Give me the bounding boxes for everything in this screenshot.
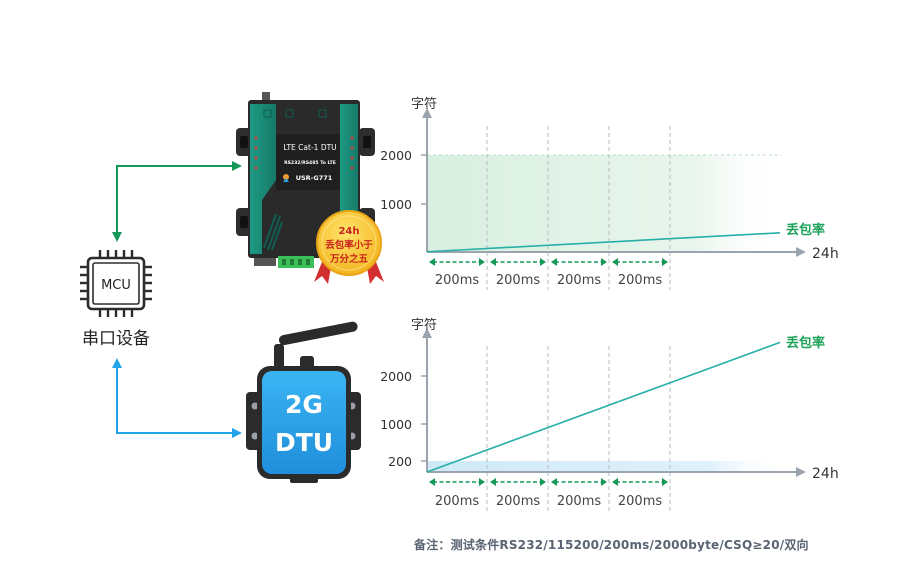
bottom-chart: 字符 2000 1000 200 24h 丢包率 200ms 200ms 200… (380, 317, 839, 512)
2g-dtu-device (246, 321, 361, 483)
bottom-chart-series-label: 丢包率 (786, 335, 825, 351)
bottom-chart-ytick-2000: 2000 (380, 369, 412, 384)
test-conditions-note: 备注：测试条件RS232/115200/200ms/2000byte/CSQ≥2… (414, 538, 809, 552)
top-chart: 字符 2000 1000 24h 丢包率 200ms 200ms 200ms 2… (380, 96, 839, 290)
bottom-chart-interval-heads (429, 478, 668, 486)
top-chart-interval-heads (429, 258, 668, 266)
top-chart-ylabel: 字符 (411, 96, 437, 112)
green-link-arrow (112, 161, 242, 242)
2g-label: 2G (285, 390, 323, 419)
top-chart-ytick-2000: 2000 (380, 148, 412, 163)
dtu-label: DTU (275, 428, 333, 457)
dtu-title-text: LTE Cat-1 DTU (283, 143, 336, 152)
mcu-label: MCU (101, 278, 131, 293)
blue-link-arrow (112, 358, 242, 438)
bottom-chart-interval-1: 200ms (435, 494, 479, 509)
bottom-chart-ytick-200: 200 (388, 454, 412, 469)
top-chart-interval-1: 200ms (435, 273, 479, 288)
usr-logo-icon (283, 174, 289, 182)
bottom-chart-interval-4: 200ms (618, 494, 662, 509)
top-chart-time-gridlines (486, 126, 671, 290)
bottom-chart-y-arrow (422, 328, 432, 338)
bottom-chart-ytick-1000: 1000 (380, 417, 412, 432)
bottom-chart-band (427, 461, 782, 471)
top-chart-interval-4: 200ms (618, 273, 662, 288)
top-chart-x-arrow (796, 247, 806, 257)
badge-line3: 万分之五 (329, 253, 369, 265)
top-chart-ytick-1000: 1000 (380, 197, 412, 212)
bottom-chart-ylabel: 字符 (411, 317, 437, 333)
top-chart-xend-label: 24h (812, 246, 839, 262)
top-chart-series-label: 丢包率 (786, 222, 825, 238)
top-chart-interval-2: 200ms (496, 273, 540, 288)
bottom-chart-loss-line (426, 341, 781, 473)
top-chart-interval-3: 200ms (557, 273, 601, 288)
top-chart-band (427, 155, 782, 251)
serial-device-label: 串口设备 (82, 329, 150, 349)
top-chart-loss-line (426, 232, 781, 253)
dtu-model-text: USR-G771 (296, 174, 333, 182)
award-badge (314, 210, 384, 284)
bottom-chart-interval-3: 200ms (557, 494, 601, 509)
bottom-chart-xend-label: 24h (812, 466, 839, 482)
top-chart-y-arrow (422, 108, 432, 118)
bottom-chart-x-arrow (796, 467, 806, 477)
bottom-chart-interval-2: 200ms (496, 494, 540, 509)
badge-line1: 24h (338, 226, 359, 237)
bottom-chart-time-gridlines (486, 346, 671, 512)
badge-line2: 丢包率小于 (325, 239, 373, 251)
mcu-chip-icon (80, 250, 152, 317)
dtu-subtitle-text: RS232/RS485 To LTE (284, 160, 336, 166)
